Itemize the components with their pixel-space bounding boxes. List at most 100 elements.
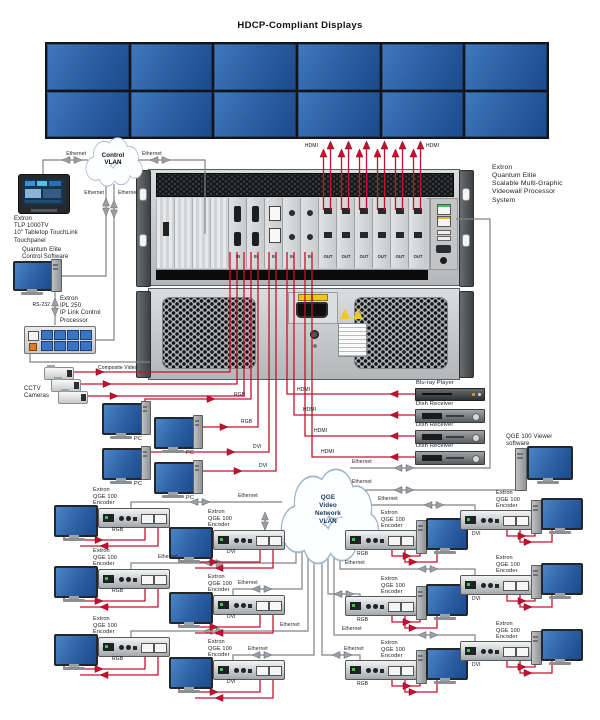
- out-connector: [378, 208, 386, 214]
- eth-arrow-pair: [417, 565, 427, 573]
- ethernet-label: Ethernet: [118, 190, 138, 196]
- av-connector: [373, 538, 378, 543]
- drive-slot: [418, 525, 423, 527]
- red-arrow: [319, 148, 328, 158]
- red-arrow: [517, 597, 527, 605]
- eth-arrow-pair: [423, 501, 433, 509]
- display-panel: [297, 91, 380, 137]
- qge-encoder: [345, 660, 417, 680]
- eth-arrow-pair: [263, 651, 273, 659]
- red-arrow: [408, 624, 418, 632]
- red-arrow: [102, 380, 112, 388]
- eth-arrow-pair: [393, 464, 403, 472]
- red-arrow: [209, 623, 219, 631]
- dvi-cable: [201, 252, 277, 472]
- encoder-monitor: [169, 592, 213, 624]
- source-pc-monitor: [102, 403, 144, 435]
- ethernet-label: Ethernet: [142, 151, 162, 157]
- output-card: OUT: [354, 198, 373, 268]
- encoder-monitor-stand: [69, 596, 79, 599]
- lan-port-icon: [103, 575, 114, 583]
- composite-cable: [79, 252, 238, 385]
- drive-slot: [143, 455, 147, 457]
- rack-vent: [156, 173, 454, 197]
- source-pc-monitor-base: [110, 436, 132, 439]
- viewer-pc-monitor-base: [537, 481, 559, 484]
- red-arrow: [206, 395, 216, 403]
- source-pc-monitor-base: [162, 450, 184, 453]
- vga-connector: [401, 666, 414, 676]
- led-icon: [352, 604, 355, 607]
- eth-arrow-pair: [201, 498, 211, 506]
- av-connector: [133, 646, 137, 650]
- encoder-label: Extron QGE 100 Encoder: [208, 509, 233, 529]
- ethernet-line: [94, 184, 115, 341]
- hdmi-cable: [311, 252, 415, 458]
- eth-arrow-pair: [435, 501, 445, 509]
- warning-label: [338, 323, 367, 357]
- encoder-monitor-stand: [184, 687, 194, 690]
- red-arrow: [402, 618, 412, 626]
- in-card-label: IN: [307, 254, 313, 259]
- av-connector: [248, 669, 252, 673]
- qge-encoder: [213, 595, 285, 615]
- vga-connector: [269, 601, 282, 611]
- av-connector: [380, 605, 384, 609]
- rack-ear: [459, 291, 474, 378]
- av-connector: [119, 577, 124, 582]
- vga-connector: [141, 643, 154, 653]
- control-pc-monitor: [13, 261, 54, 291]
- out-connector: [360, 208, 368, 214]
- pc-label: PC: [185, 450, 195, 456]
- red-arrow: [99, 542, 109, 550]
- encoder-label: Extron QGE 100 Encoder: [496, 555, 521, 575]
- source-pc-monitor-stand: [116, 433, 126, 436]
- camera-mount-icon: [61, 389, 69, 392]
- encoder-monitor-stand: [69, 535, 79, 538]
- rack-mount-hole: [462, 234, 470, 247]
- reset-button-icon: [29, 343, 37, 351]
- terminal-block: [80, 330, 92, 340]
- diagram-title: HDCP-Compliant Displays: [237, 20, 363, 31]
- cable-label: RGB: [112, 656, 124, 662]
- cable-label: HDMI: [303, 407, 317, 413]
- cable-label: DVI: [259, 463, 268, 469]
- encoder-monitor-stand: [555, 528, 565, 531]
- out-card-label: OUT: [359, 254, 369, 259]
- bnc-connector: [289, 234, 295, 240]
- encoder-monitor-base: [178, 690, 200, 693]
- eth-arrow-pair: [417, 631, 427, 639]
- red-arrow: [209, 688, 219, 696]
- out-connector: [396, 208, 404, 214]
- ethernet-label: Ethernet: [66, 151, 86, 157]
- vga-connector: [154, 643, 167, 653]
- viewer-pc-monitor-stand: [543, 478, 553, 481]
- input-card: IN: [300, 198, 319, 268]
- bnc-connector: [307, 234, 313, 240]
- cable-label: HDMI: [314, 428, 328, 434]
- dish-receiver: [415, 451, 485, 465]
- encoder-monitor-stand: [440, 614, 450, 617]
- lan-port-icon: [103, 514, 114, 522]
- av-connector: [488, 518, 493, 523]
- cable-label: DVI: [227, 679, 236, 685]
- blank-slot: [156, 198, 175, 268]
- rgb-cable: [63, 522, 146, 541]
- red-arrow: [226, 448, 236, 456]
- touchpanel-label: Extron TLP 1000TV 10" Tabletop TouchLink…: [14, 216, 78, 244]
- led-icon: [467, 583, 470, 586]
- led-icon: [352, 538, 355, 541]
- cable-label: RGB: [357, 617, 369, 623]
- ethernet-line: [134, 159, 206, 234]
- cable-label: DVI: [472, 531, 481, 537]
- encoder-monitor-base: [434, 551, 456, 554]
- terminal-block: [41, 341, 53, 351]
- output-card: OUT: [336, 198, 355, 268]
- red-arrow: [409, 148, 418, 158]
- encoder-label: Extron QGE 100 Encoder: [381, 510, 406, 530]
- drive-slot: [533, 570, 538, 572]
- source-device-label: Dish Receiver: [416, 422, 454, 428]
- drive-slot: [143, 451, 147, 453]
- display-window-icon: [422, 455, 442, 461]
- av-connector: [234, 668, 239, 673]
